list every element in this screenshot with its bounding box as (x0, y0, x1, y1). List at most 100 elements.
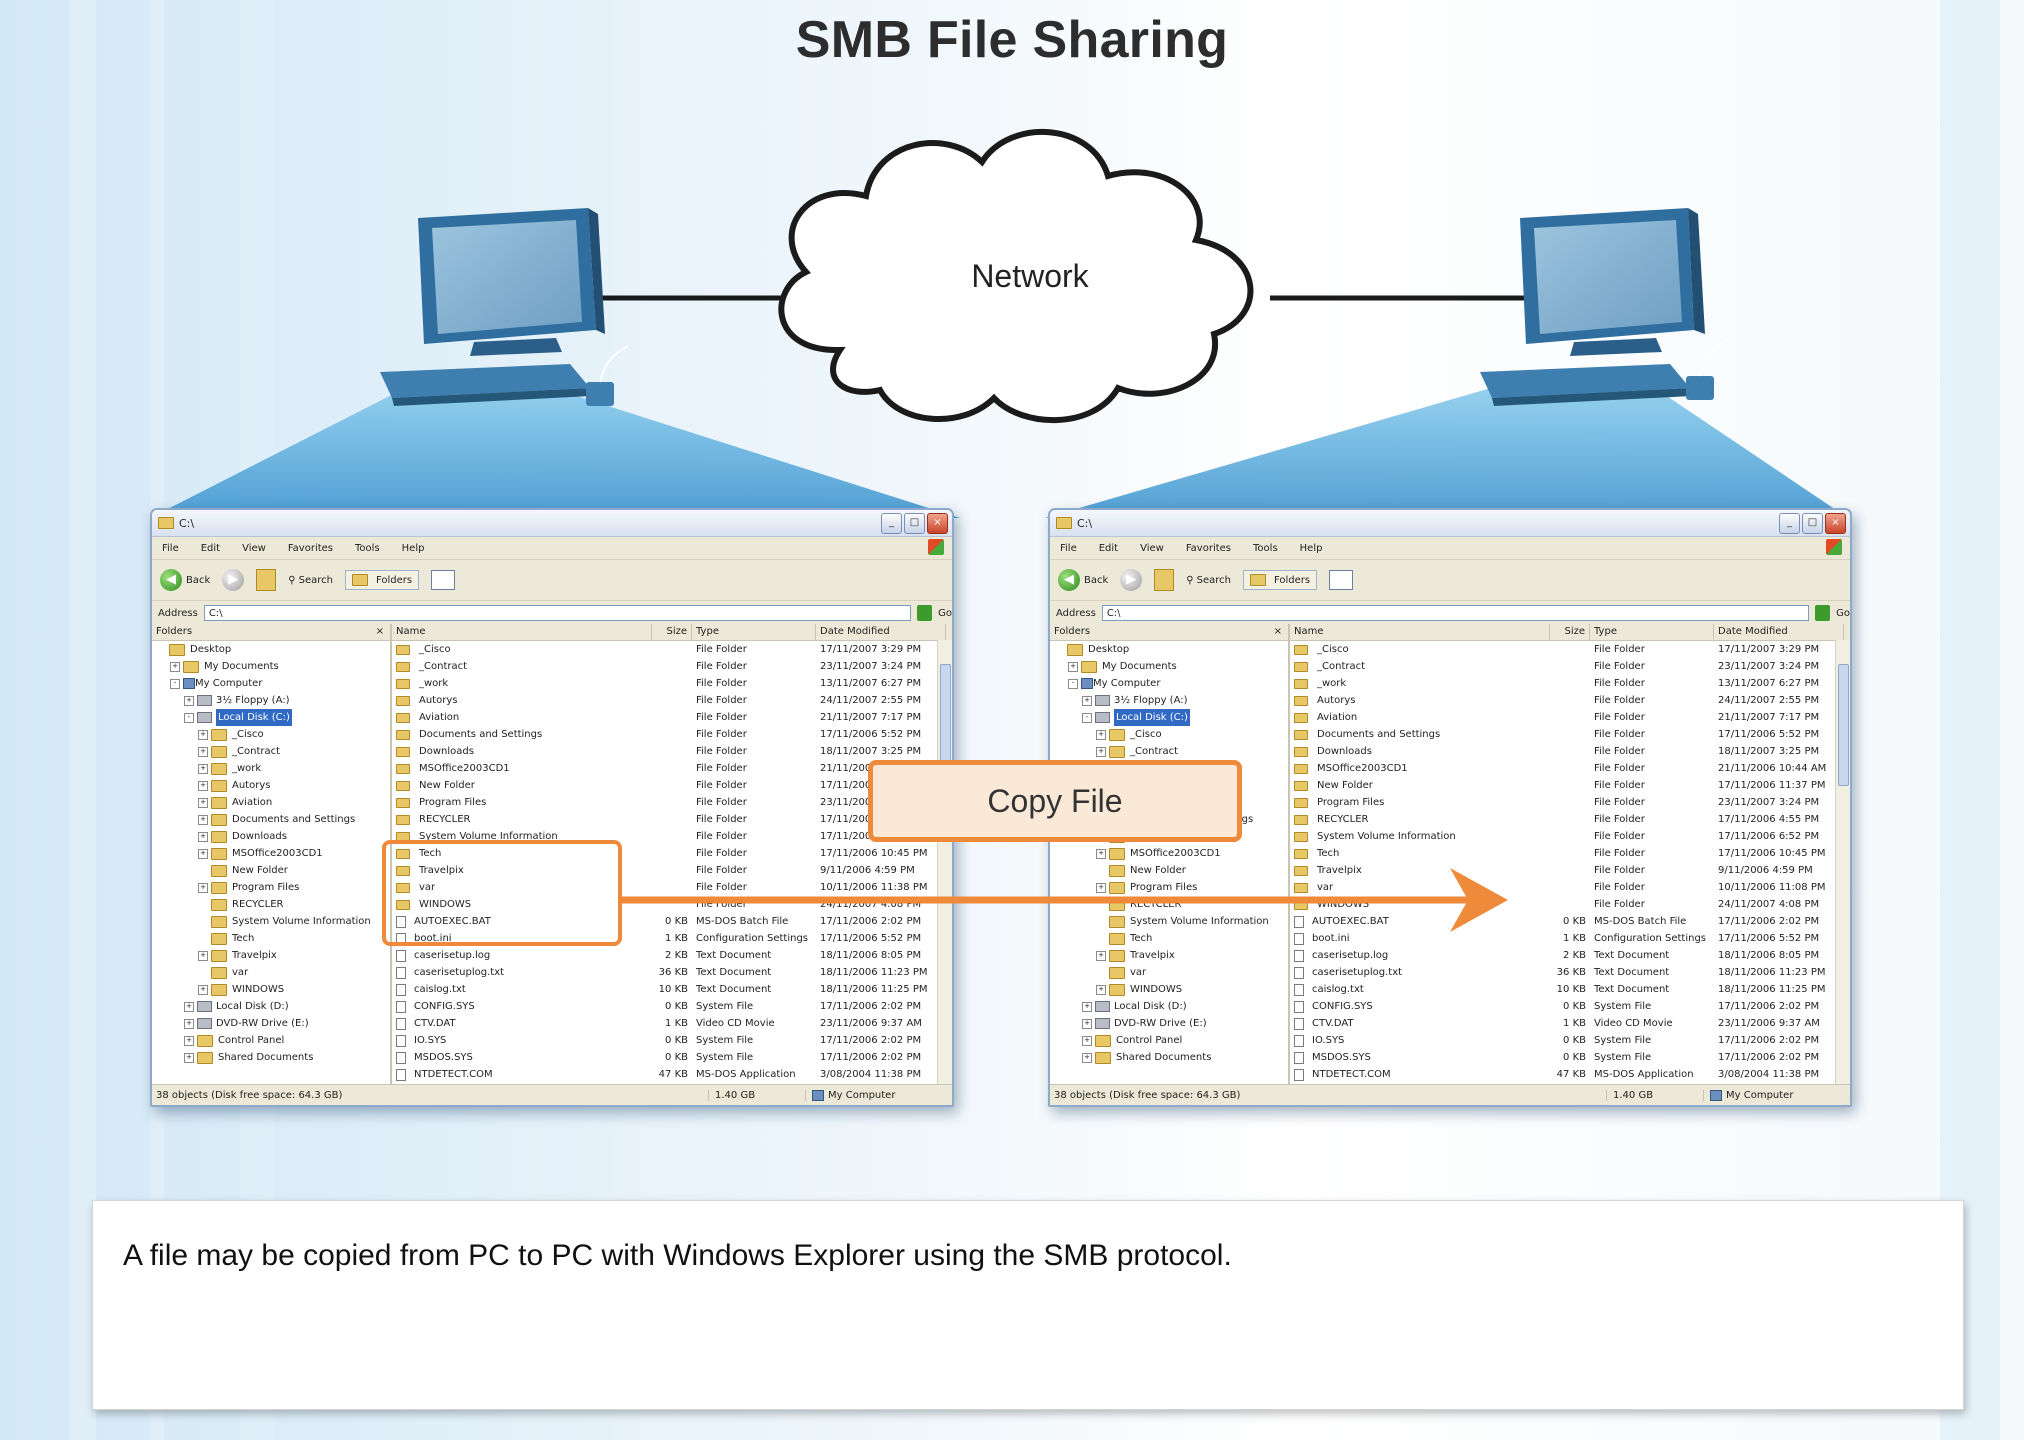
expander-icon[interactable]: + (170, 661, 180, 672)
expander-icon[interactable]: + (198, 950, 208, 961)
tree-item[interactable]: +Shared Documents (1050, 1049, 1288, 1066)
tree-item[interactable]: +Program Files (1050, 879, 1288, 896)
window-titlebar[interactable]: C:\_□× (152, 510, 952, 537)
column-header[interactable]: Date Modified (1714, 624, 1844, 640)
tree-item[interactable]: System Volume Information (1050, 913, 1288, 930)
vertical-scrollbar[interactable] (937, 640, 952, 1085)
tree-item[interactable]: +MSOffice2003CD1 (152, 845, 390, 862)
vertical-scrollbar[interactable] (1835, 640, 1850, 1085)
go-button[interactable] (916, 605, 933, 621)
folder-tree[interactable]: Folders×Desktop+My Documents-My Computer… (1050, 624, 1290, 1085)
tree-item[interactable]: +DVD-RW Drive (E:) (152, 1015, 390, 1032)
tree-item[interactable]: +3½ Floppy (A:) (152, 692, 390, 709)
views-button[interactable] (1329, 570, 1354, 590)
expander-icon[interactable]: + (1082, 695, 1092, 706)
expander-icon[interactable]: + (1082, 1035, 1092, 1046)
up-folder-button[interactable] (256, 569, 277, 591)
expander-icon[interactable]: + (198, 729, 208, 740)
expander-icon[interactable]: + (184, 1035, 194, 1046)
expander-icon[interactable]: + (184, 695, 194, 706)
search-button[interactable]: ⚲Search (1186, 575, 1231, 586)
close-pane-icon[interactable]: × (1273, 626, 1282, 637)
tree-item[interactable]: -Local Disk (C:) (1050, 709, 1288, 726)
tree-item[interactable]: +Documents and Settings (152, 811, 390, 828)
close-pane-icon[interactable]: × (375, 626, 384, 637)
expander-icon[interactable]: + (1096, 950, 1106, 961)
folders-button[interactable]: Folders (344, 570, 420, 590)
expander-icon[interactable]: + (1096, 882, 1106, 893)
expander-icon[interactable]: - (184, 712, 194, 723)
tree-item[interactable]: New Folder (1050, 862, 1288, 879)
tree-item[interactable]: +_Cisco (152, 726, 390, 743)
tree-item[interactable]: +Local Disk (D:) (152, 998, 390, 1015)
column-header[interactable]: Name (1290, 624, 1550, 640)
tree-item[interactable]: +_Cisco (1050, 726, 1288, 743)
up-folder-button[interactable] (1154, 569, 1175, 591)
column-header[interactable]: Size (652, 624, 692, 640)
expander-icon[interactable]: + (184, 1052, 194, 1063)
expander-icon[interactable]: + (1068, 661, 1078, 672)
expander-icon[interactable]: + (1096, 984, 1106, 995)
address-input[interactable]: C:\ (203, 605, 911, 621)
tree-item[interactable]: Desktop (152, 641, 390, 658)
column-header[interactable]: Type (1590, 624, 1714, 640)
expander-icon[interactable]: + (198, 984, 208, 995)
search-button[interactable]: ⚲Search (288, 575, 333, 586)
close-button[interactable]: × (927, 513, 948, 534)
menu-item-tools[interactable]: Tools (355, 542, 380, 554)
expander-icon[interactable]: + (1096, 746, 1106, 757)
expander-icon[interactable]: + (1096, 729, 1106, 740)
tree-item[interactable]: +_Contract (1050, 743, 1288, 760)
scrollbar-thumb[interactable] (1838, 664, 1849, 786)
expander-icon[interactable]: + (198, 780, 208, 791)
tree-item[interactable]: Tech (152, 930, 390, 947)
menu-item-help[interactable]: Help (1299, 542, 1323, 554)
tree-item[interactable]: +MSOffice2003CD1 (1050, 845, 1288, 862)
go-button[interactable] (1814, 605, 1831, 621)
expander-icon[interactable]: + (198, 814, 208, 825)
menu-item-tools[interactable]: Tools (1253, 542, 1278, 554)
tree-item[interactable]: RECYCLER (1050, 896, 1288, 913)
tree-item[interactable]: +Aviation (152, 794, 390, 811)
tree-item[interactable]: +WINDOWS (152, 981, 390, 998)
menu-item-favorites[interactable]: Favorites (287, 542, 334, 554)
expander-icon[interactable]: + (198, 848, 208, 859)
